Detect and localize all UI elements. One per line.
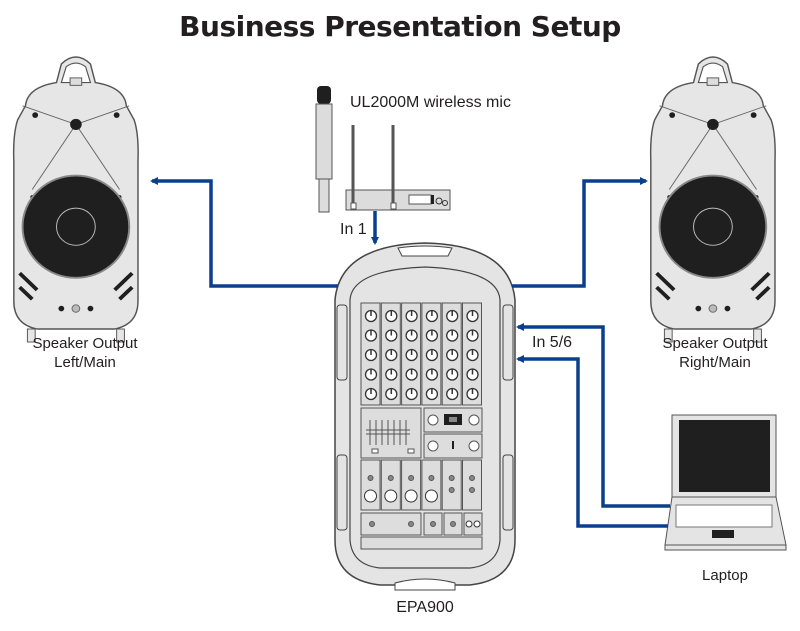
jack-input	[387, 475, 394, 481]
speaker-left-label-line2: Left/Main	[54, 354, 116, 371]
diagram-title: Business Presentation Setup	[179, 10, 621, 43]
speaker-right-label-line1: Speaker Output	[662, 335, 768, 352]
mixer-input-strip	[462, 459, 482, 511]
wireless-mic-icon	[315, 86, 451, 213]
cable-laptop-to-mixer-a	[516, 323, 670, 508]
xlr-input-jack	[384, 489, 398, 503]
cables	[150, 177, 670, 528]
jack-input	[469, 475, 475, 481]
speaker-left-icon	[11, 55, 141, 344]
laptop-label: Laptop	[702, 567, 748, 584]
xlr-input-jack	[364, 489, 377, 503]
in1-label: In 1	[340, 221, 367, 238]
speaker-right-icon	[648, 55, 778, 344]
speaker-left-label-line1: Speaker Output	[32, 335, 138, 352]
jack-input	[448, 487, 455, 493]
jack-input	[428, 475, 435, 481]
jack-input	[367, 475, 374, 481]
pa-mixer-icon	[334, 242, 516, 591]
cable-mixer-to-right-speaker	[512, 177, 648, 288]
speaker-right-label-line2: Right/Main	[679, 354, 751, 371]
laptop-icon	[664, 414, 787, 551]
mixer-label: EPA900	[396, 599, 454, 616]
cable-mixer-to-left-speaker	[150, 177, 338, 288]
jack-input	[408, 475, 415, 481]
in56-label: In 5/6	[532, 334, 573, 351]
xlr-input-jack	[424, 489, 438, 503]
mixer-input-strip	[441, 459, 462, 511]
mic-label: UL2000M wireless mic	[350, 94, 511, 111]
jack-input	[469, 487, 475, 493]
speaker-right-label: Speaker Output Right/Main	[630, 334, 800, 372]
jack-input	[448, 475, 455, 481]
speaker-left-label: Speaker Output Left/Main	[0, 334, 170, 372]
xlr-input-jack	[404, 489, 418, 503]
cable-laptop-to-mixer-b	[516, 355, 668, 528]
